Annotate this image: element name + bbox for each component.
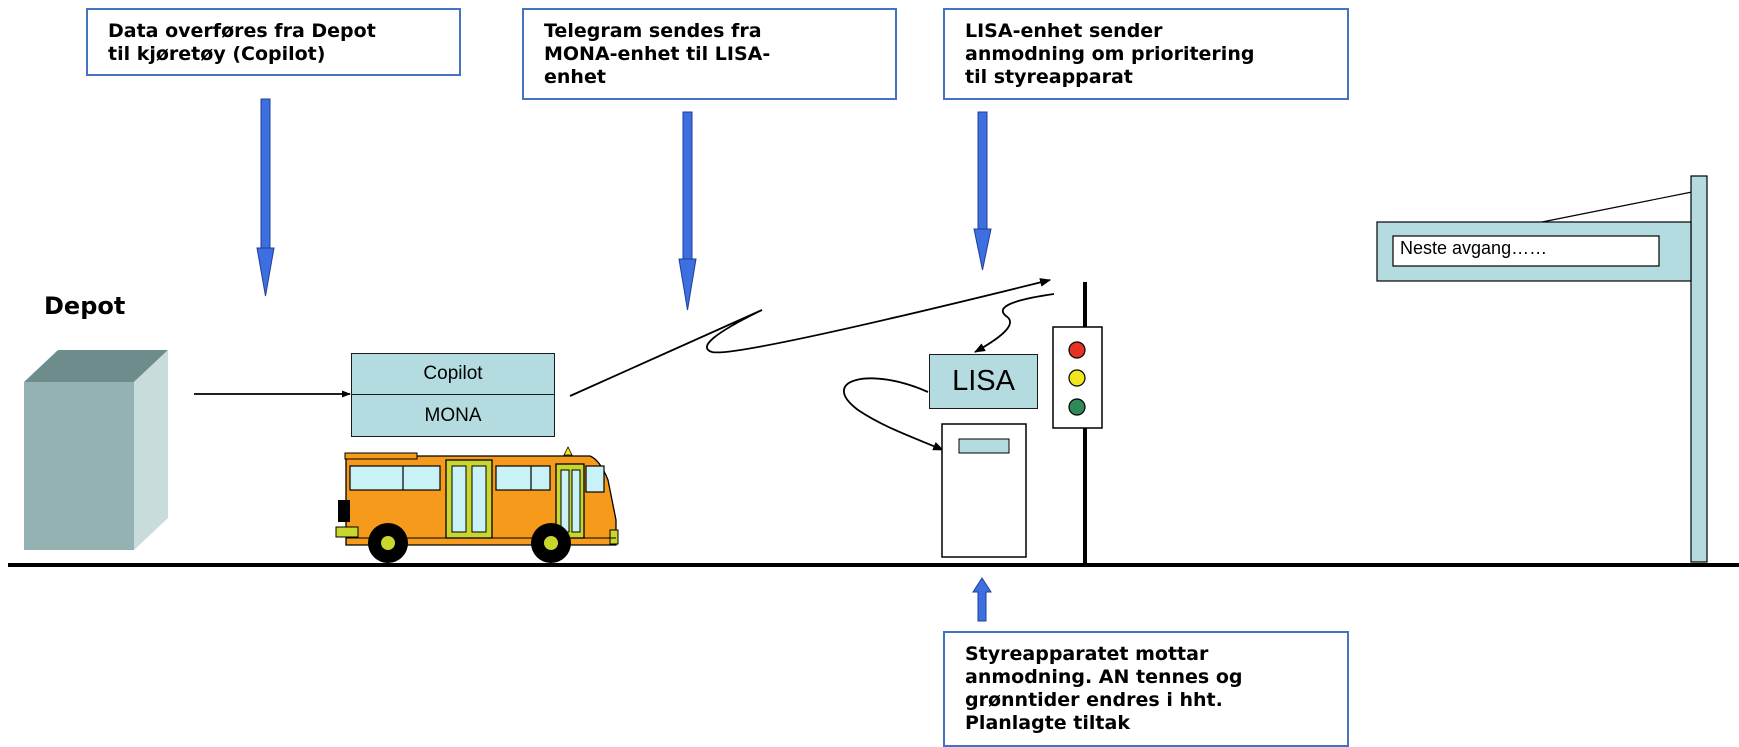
callout-telegram: Telegram sendes fra MONA-enhet til LISA-… [522,8,897,100]
depot-label: Depot [44,292,126,320]
callout-lisa-request: LISA-enhet sender anmodning om prioriter… [943,8,1349,100]
depot-building [24,350,168,550]
bus [335,446,619,563]
blue-arrow-controller [972,577,992,622]
mona-unit: MONA [351,394,555,437]
callout-depot-transfer: Data overføres fra Depot til kjøretøy (C… [86,8,461,76]
blue-arrow-lisa-request [973,111,992,271]
mona-label: MONA [424,404,482,426]
copilot-label: Copilot [423,363,483,384]
yellow-light [1068,369,1086,387]
bus-stop-sign-post [1376,175,1708,563]
green-light [1068,398,1086,416]
telegram-signal-path [569,278,1052,397]
bus-window [495,465,551,491]
callout-controller: Styreapparatet mottar anmodning. AN tenn… [943,631,1349,747]
red-light [1068,341,1086,359]
blue-arrow-depot-transfer [256,98,275,297]
traffic-controller-cabinet [941,423,1027,558]
signal-to-lisa-path [974,293,1055,353]
departure-sign-text: Neste avgang…… [1400,238,1548,258]
lisa-label: LISA [952,365,1015,397]
lisa-to-controller-path [843,377,945,451]
traffic-light [1052,326,1103,429]
blue-arrow-telegram [678,111,697,311]
lisa-unit: LISA [929,354,1038,409]
copilot-unit: Copilot [351,353,555,395]
bus-window [585,465,605,493]
bus-window [349,465,441,491]
